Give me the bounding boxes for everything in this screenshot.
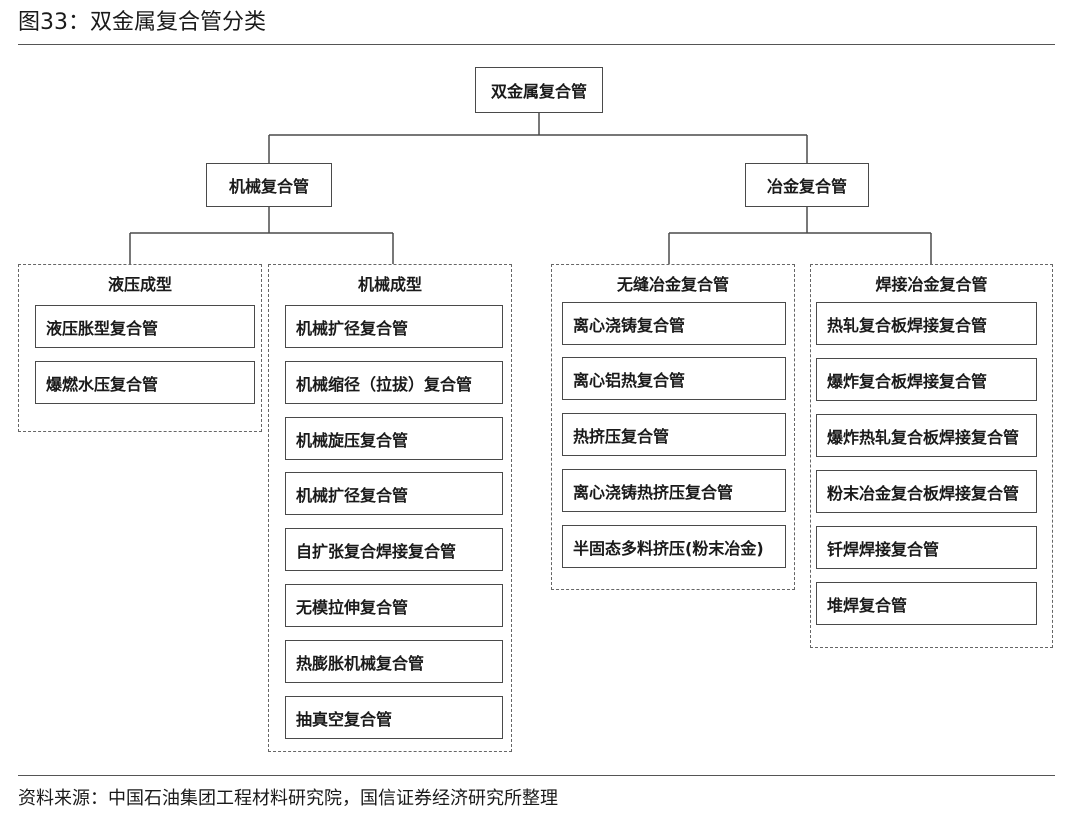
figure-title: 图33：双金属复合管分类 [18, 10, 266, 35]
source-rule [18, 775, 1055, 776]
leaf-seamless-5: 半固态多料挤压(粉末冶金) [562, 525, 786, 568]
group-hydraulic-title: 液压成型 [107, 275, 172, 294]
leaf-welded-1: 热轧复合板焊接复合管 [816, 302, 1037, 345]
leaf-seamless-3: 热挤压复合管 [562, 413, 786, 456]
leaf-welded-3: 爆炸热轧复合板焊接复合管 [816, 414, 1037, 457]
group-seamless-title: 无缝冶金复合管 [616, 275, 729, 294]
leaf-welded-6: 堆焊复合管 [816, 582, 1037, 625]
leaf-welded-2: 爆炸复合板焊接复合管 [816, 358, 1037, 401]
group-mechanical-forming: 机械成型 [268, 264, 512, 752]
leaf-mechanical-forming-8: 抽真空复合管 [285, 696, 503, 739]
group-hydraulic: 液压成型 [18, 264, 262, 432]
leaf-mechanical-forming-1: 机械扩径复合管 [285, 305, 503, 348]
leaf-seamless-1: 离心浇铸复合管 [562, 302, 786, 345]
metallurgical-node: 冶金复合管 [745, 163, 869, 207]
leaf-mechanical-forming-5: 自扩张复合焊接复合管 [285, 528, 503, 571]
source-note: 资料来源：中国石油集团工程材料研究院，国信证券经济研究所整理 [18, 788, 558, 809]
leaf-welded-4: 粉末冶金复合板焊接复合管 [816, 470, 1037, 513]
group-mechanical-forming-title: 机械成型 [357, 275, 422, 294]
title-rule [18, 44, 1055, 45]
leaf-hydraulic-1: 液压胀型复合管 [35, 305, 255, 348]
root-node: 双金属复合管 [475, 67, 603, 113]
leaf-hydraulic-2: 爆燃水压复合管 [35, 361, 255, 404]
leaf-mechanical-forming-2: 机械缩径（拉拔）复合管 [285, 361, 503, 404]
leaf-mechanical-forming-3: 机械旋压复合管 [285, 417, 503, 460]
mechanical-node: 机械复合管 [206, 163, 332, 207]
leaf-seamless-2: 离心铝热复合管 [562, 357, 786, 400]
group-seamless: 无缝冶金复合管 [551, 264, 795, 590]
group-welded: 焊接冶金复合管 [810, 264, 1053, 648]
leaf-mechanical-forming-4: 机械扩径复合管 [285, 472, 503, 515]
leaf-mechanical-forming-7: 热膨胀机械复合管 [285, 640, 503, 683]
leaf-welded-5: 钎焊焊接复合管 [816, 526, 1037, 569]
leaf-seamless-4: 离心浇铸热挤压复合管 [562, 469, 786, 512]
leaf-mechanical-forming-6: 无模拉伸复合管 [285, 584, 503, 627]
group-welded-title: 焊接冶金复合管 [875, 275, 988, 294]
